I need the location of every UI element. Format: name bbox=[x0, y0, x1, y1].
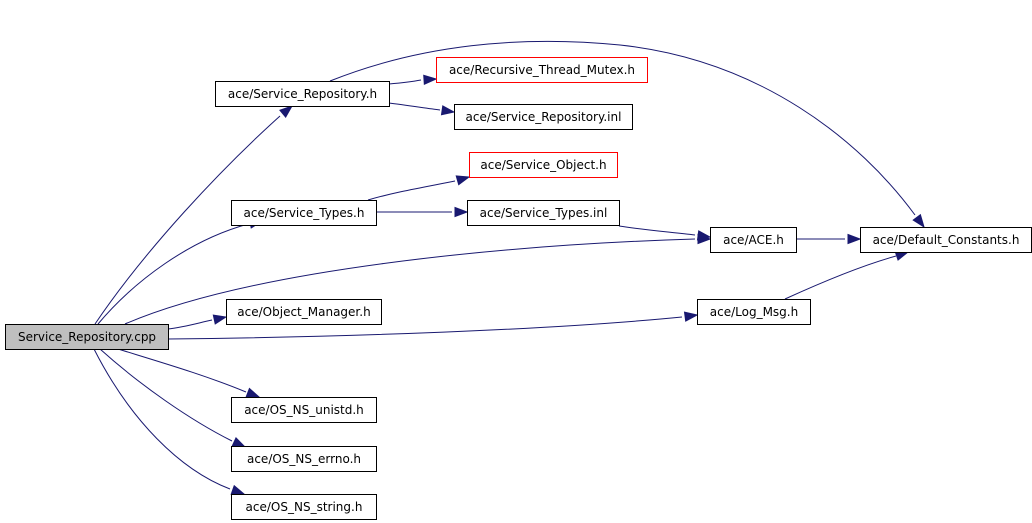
node-box[interactable] bbox=[231, 494, 377, 520]
node-box[interactable] bbox=[697, 299, 811, 325]
edge-line bbox=[124, 238, 696, 325]
node-os-ns-unistd-h[interactable]: ace/OS_NS_unistd.h bbox=[231, 397, 377, 423]
node-box[interactable] bbox=[231, 397, 377, 423]
node-box[interactable] bbox=[860, 227, 1032, 253]
edge-arrowhead-icon bbox=[912, 213, 925, 229]
node-box[interactable] bbox=[469, 152, 618, 178]
node-box[interactable] bbox=[231, 446, 377, 472]
node-label[interactable]: ace/OS_NS_errno.h bbox=[247, 452, 361, 466]
edge-line bbox=[117, 348, 247, 393]
node-label[interactable]: ace/Service_Types.h bbox=[244, 206, 365, 220]
edge-arrowhead-icon bbox=[683, 311, 699, 322]
edge-line bbox=[618, 225, 696, 236]
node-service-repository-h[interactable]: ace/Service_Repository.h bbox=[215, 81, 390, 107]
edge-arrowhead-icon bbox=[696, 230, 712, 241]
edge-arrowhead-icon bbox=[454, 206, 469, 218]
edge-service_types_inl-to-ace_h bbox=[618, 225, 712, 241]
node-label[interactable]: ace/OS_NS_unistd.h bbox=[244, 403, 364, 417]
edge-arrowhead-icon bbox=[245, 387, 261, 398]
node-default-constants-h[interactable]: ace/Default_Constants.h bbox=[860, 227, 1032, 253]
node-label[interactable]: ace/Service_Repository.inl bbox=[466, 110, 622, 124]
edge-log_msg_h-to-default_constants_h bbox=[784, 250, 910, 300]
node-box[interactable] bbox=[215, 81, 390, 107]
edge-service_types_h-to-service_object_h bbox=[367, 175, 471, 201]
node-service-repository-cpp[interactable]: Service_Repository.cpp bbox=[5, 324, 169, 350]
node-service-types-inl[interactable]: ace/Service_Types.inl bbox=[467, 200, 620, 226]
node-layer: Service_Repository.cpp ace/Service_Reposi… bbox=[5, 57, 1032, 520]
node-os-ns-string-h[interactable]: ace/OS_NS_string.h bbox=[231, 494, 377, 520]
node-service-object-h[interactable]: ace/Service_Object.h bbox=[469, 152, 618, 178]
edge-service_repository_cpp-to-os_ns_string_h bbox=[93, 348, 246, 495]
node-label[interactable]: ace/Service_Types.inl bbox=[480, 206, 608, 220]
edge-line bbox=[784, 255, 897, 300]
node-ace-h[interactable]: ace/ACE.h bbox=[710, 227, 797, 253]
edge-line bbox=[167, 319, 213, 330]
node-label[interactable]: ace/Object_Manager.h bbox=[237, 305, 370, 319]
node-label[interactable]: ace/Recursive_Thread_Mutex.h bbox=[449, 63, 635, 77]
node-box[interactable] bbox=[710, 227, 797, 253]
node-box[interactable] bbox=[226, 299, 382, 325]
node-service-types-h[interactable]: ace/Service_Types.h bbox=[231, 200, 377, 226]
node-label[interactable]: Service_Repository.cpp bbox=[18, 330, 156, 344]
edge-arrowhead-icon bbox=[230, 484, 246, 495]
node-box[interactable] bbox=[467, 200, 620, 226]
node-os-ns-errno-h[interactable]: ace/OS_NS_errno.h bbox=[231, 446, 377, 472]
node-box[interactable] bbox=[231, 200, 377, 226]
node-object-manager-h[interactable]: ace/Object_Manager.h bbox=[226, 299, 382, 325]
edge-line bbox=[367, 180, 456, 201]
edge-service_repository_cpp-to-log_msg_h bbox=[167, 311, 699, 340]
edge-arrowhead-icon bbox=[847, 233, 862, 245]
edge-line bbox=[93, 348, 231, 490]
node-box[interactable] bbox=[5, 324, 169, 350]
node-box[interactable] bbox=[436, 57, 648, 83]
edge-service_repository_cpp-to-ace_h bbox=[124, 233, 712, 325]
edge-service_repository_cpp-to-os_ns_errno_h bbox=[99, 348, 247, 448]
edge-arrowhead-icon bbox=[423, 74, 438, 86]
node-log-msg-h[interactable]: ace/Log_Msg.h bbox=[697, 299, 811, 325]
edge-line bbox=[167, 316, 683, 340]
node-box[interactable] bbox=[454, 104, 633, 130]
node-recursive-thread-mutex-h[interactable]: ace/Recursive_Thread_Mutex.h bbox=[436, 57, 648, 83]
edge-arrowhead-icon bbox=[212, 314, 228, 325]
node-label[interactable]: ace/OS_NS_string.h bbox=[246, 500, 363, 514]
node-label[interactable]: ace/Service_Repository.h bbox=[228, 87, 377, 101]
edge-arrowhead-icon bbox=[455, 175, 471, 186]
node-service-repository-inl[interactable]: ace/Service_Repository.inl bbox=[454, 104, 633, 130]
edge-line bbox=[94, 115, 281, 325]
edge-service_repository_cpp-to-os_ns_unistd_h bbox=[117, 348, 261, 398]
edge-line bbox=[388, 79, 422, 85]
edge-arrowhead-icon bbox=[440, 105, 456, 116]
edge-line bbox=[99, 348, 233, 442]
edge-service_repository_h-to-default_constants_h bbox=[329, 40, 925, 229]
edge-line bbox=[388, 102, 441, 111]
edge-layer bbox=[93, 40, 925, 495]
edge-line bbox=[97, 223, 249, 325]
edge-service_repository_cpp-to-service_repository_h bbox=[94, 105, 294, 325]
node-label[interactable]: ace/Service_Object.h bbox=[480, 158, 606, 172]
edge-ace_h-to-default_constants_h bbox=[796, 233, 862, 245]
node-label[interactable]: ace/Default_Constants.h bbox=[873, 233, 1020, 247]
edge-service_types_h-to-service_types_inl bbox=[376, 206, 469, 218]
node-label[interactable]: ace/ACE.h bbox=[723, 233, 784, 247]
edge-service_repository_h-to-service_repository_inl bbox=[388, 102, 456, 116]
edge-arrowhead-icon bbox=[279, 105, 294, 119]
edge-service_repository_h-to-recursive_thread_mutex_h bbox=[388, 74, 438, 86]
edge-line bbox=[329, 40, 916, 216]
edge-service_repository_cpp-to-object_manager_h bbox=[167, 314, 228, 330]
edge-arrowhead-icon bbox=[231, 437, 247, 448]
node-label[interactable]: ace/Log_Msg.h bbox=[710, 305, 798, 319]
